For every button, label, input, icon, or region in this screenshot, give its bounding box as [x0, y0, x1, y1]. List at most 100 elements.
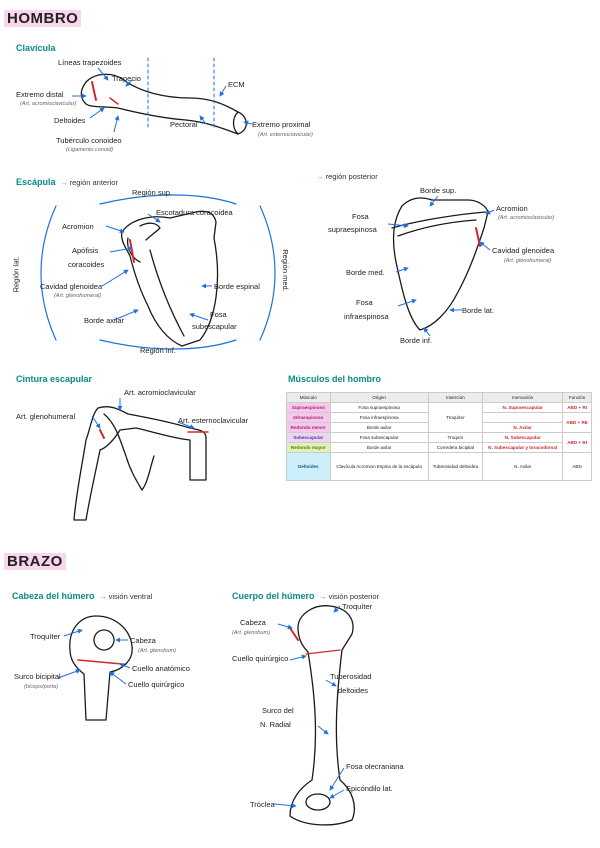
table-cell: Fosa subescapular	[329, 432, 429, 443]
table-header: Inervación	[482, 392, 564, 403]
view-posterior: región posterior	[325, 172, 378, 181]
table-cell: Troquín	[427, 432, 484, 443]
section-title-hombro: HOMBRO	[4, 10, 82, 27]
table-cell: Supraespinoso	[286, 402, 331, 413]
acromion-posterior-label: Acromion	[496, 204, 528, 213]
table-row: Supraespinoso Fosa supraespinosa Troquít…	[286, 402, 592, 433]
art-esterno-label: Art. esternoclavicular	[178, 416, 249, 425]
fosa-supra-label: Fosa	[352, 212, 369, 221]
borde-inf-label: Borde inf.	[400, 336, 433, 345]
humerus-body-title: Cuerpo del húmero	[232, 591, 315, 601]
borde-lat-label: Borde lat.	[462, 306, 495, 315]
humerus-body-heading: Cuerpo del húmero → visión posterior	[232, 586, 379, 604]
surco-body-label: Surco del	[262, 706, 294, 715]
table-cell: N. Supraescapular	[482, 402, 564, 413]
troquiter-body-label: Troquíter	[342, 602, 373, 611]
muscles-table: Músculo Origen Inserción Inervación Func…	[286, 392, 592, 481]
lineas-trapezoides-label: Líneas trapezoides	[58, 58, 122, 67]
table-cell: ABD + RI	[562, 432, 592, 453]
cuello-quir-body-label: Cuello quirúrgico	[232, 654, 289, 663]
table-cell: Troquíter	[427, 402, 484, 433]
table-cell: N. Subescapular	[482, 432, 564, 443]
cuello-quirurgico-label: Cuello quirúrgico	[128, 680, 185, 689]
escotadura-label: Escotadura coracoidea	[156, 208, 233, 217]
tuberosidad-label: Tuberosidad	[330, 672, 372, 681]
cabeza-label: Cabeza	[130, 636, 156, 645]
table-cell: Tuberosidad deltoidea	[427, 452, 484, 481]
scapula-heading: Escápula → región anterior	[16, 172, 118, 190]
extremo-proximal-sub: (Art. esternoclavicular)	[258, 132, 314, 138]
clavicle-drawing	[80, 73, 247, 135]
table-row: Redondo mayor Borde axilar Corredera bic…	[286, 442, 592, 453]
table-cell: N. Axilar	[482, 422, 564, 433]
cavidad-posterior-sub: (Art. glenohumeral)	[504, 258, 552, 264]
table-cell: Redondo menor	[286, 422, 331, 433]
table-header: Origen	[329, 392, 429, 403]
subescapular-label: subescapular	[192, 322, 237, 331]
table-cell: Subescapular	[286, 432, 331, 443]
table-header: Músculo	[286, 392, 331, 403]
table-cell: Infraespinoso	[286, 412, 331, 423]
cabeza-body-sub: (Art. glenohum)	[232, 630, 270, 636]
table-cell: ABD + RE	[562, 412, 592, 433]
fosa-ant-label: Fosa	[210, 310, 227, 319]
art-gleno-label: Art. glenohumeral	[16, 412, 76, 421]
scapula-title: Escápula	[16, 177, 56, 187]
table-header: Función	[562, 392, 592, 403]
table-cell: Borde axilar	[329, 422, 429, 433]
table-cell: Corredera bicipital	[427, 442, 484, 453]
cavidad-anterior-label: Cavidad glenoidea	[40, 282, 103, 291]
surco-sub: (bíceps/porta)	[24, 684, 58, 690]
cuello-anatomico-label: Cuello anatómico	[132, 664, 190, 673]
troclea-label: Tróclea	[250, 800, 275, 809]
borde-axilar-label: Borde axilar	[84, 316, 125, 325]
table-row: Subescapular Fosa subescapular Troquín N…	[286, 432, 592, 453]
coracoides-label: coracoides	[68, 260, 105, 269]
table-cell: Borde axilar	[329, 442, 429, 453]
arrow-right-icon: →	[316, 172, 324, 181]
tuberculo-sub: (Ligamento conoid)	[66, 147, 114, 153]
fosa-olecraniana-label: Fosa olecraniana	[346, 762, 404, 771]
table-cell	[482, 412, 564, 423]
tuberculo-label: Tubérculo conoideo	[56, 136, 122, 145]
cavidad-anterior-sub: (Art. glenohumeral)	[54, 293, 102, 299]
scapula-posterior-heading: → región posterior	[316, 172, 378, 181]
girdle-title: Cintura escapular	[16, 374, 93, 384]
table-row: Deltoides Clavícula Acromion Espina de l…	[286, 452, 592, 481]
region-lat-label: Región lat.	[11, 256, 21, 293]
view-anterior: región anterior	[69, 178, 118, 187]
shoulder-girdle-drawing	[73, 406, 209, 521]
borde-sup-label: Borde sup.	[420, 186, 457, 195]
table-cell: Clavícula Acromion Espina de la escápula	[329, 452, 429, 481]
table-cell: Deltoides	[286, 452, 331, 481]
borde-espinal-label: Borde espinal	[214, 282, 260, 291]
infraespinosa-label: infraespinosa	[344, 312, 389, 321]
deltoides-label: Deltoides	[54, 116, 86, 125]
cabeza-sub: (Art. glenohum)	[138, 648, 176, 654]
cabeza-body-label: Cabeza	[240, 618, 266, 627]
borde-med-label: Borde med.	[346, 268, 385, 277]
region-sup-label: Región sup.	[132, 188, 173, 197]
table-cell: ABD + RI	[562, 402, 592, 413]
humerus-body-drawing	[289, 605, 355, 826]
acromion-posterior-sub: (Art. acromioclavicular)	[498, 215, 555, 221]
table-header-row: Músculo Origen Inserción Inervación Func…	[286, 392, 592, 403]
extremo-proximal-label: Extremo proximal	[252, 120, 311, 129]
art-acromio-label: Art. acromioclavicular	[124, 388, 196, 397]
troquiter-label: Troquíter	[30, 632, 61, 641]
pectoral-label: Pectoral	[170, 120, 198, 129]
trapecio-label: Trapecio	[112, 74, 141, 83]
supraespinosa-label: supraespinosa	[328, 225, 377, 234]
apofisis-label: Apófisis	[72, 246, 99, 255]
table-cell: N. Axilar	[482, 452, 564, 481]
humerus-head-drawing	[69, 615, 133, 721]
arrow-right-icon: →	[59, 178, 68, 187]
region-inf-label: Región inf.	[140, 346, 176, 355]
table-cell: N. Subescapular y toracodorsal	[482, 442, 564, 453]
arrow-right-icon: →	[98, 592, 107, 601]
ecm-label: ECM	[228, 80, 245, 89]
region-med-label: Región med.	[280, 249, 290, 292]
humerus-head-title: Cabeza del húmero	[12, 591, 95, 601]
deltoides-body-label: deltoides	[338, 686, 369, 695]
